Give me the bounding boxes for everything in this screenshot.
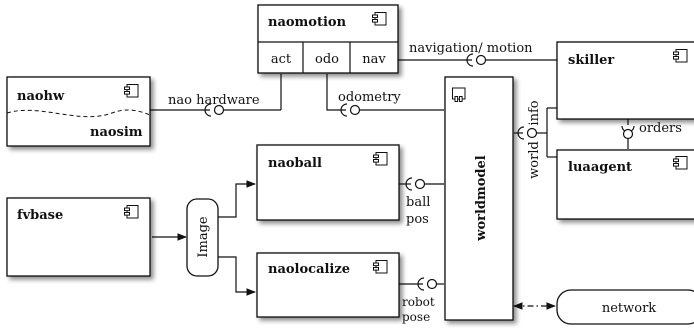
navigation-motion-label: navigation/ motion — [409, 41, 533, 56]
naohw-title: naohw — [17, 89, 65, 104]
naosim-title: naosim — [90, 125, 143, 140]
component-icon — [373, 152, 388, 166]
info-label: info — [527, 100, 542, 125]
interface-odometry — [340, 103, 361, 117]
fvbase-component: fvbase — [6, 197, 151, 277]
network-node: network — [556, 289, 694, 325]
image-node: Image — [186, 198, 219, 277]
component-icon — [373, 260, 388, 274]
worldmodel-component: worldmodel — [444, 76, 514, 321]
interface-robot-pose — [417, 277, 438, 291]
skiller-component: skiller — [556, 41, 694, 120]
luaagent-title: luaagent — [568, 160, 632, 175]
port-nav: nav — [362, 52, 386, 67]
port-odo: odo — [315, 52, 339, 67]
interface-world-info — [517, 126, 538, 140]
luaagent-component: luaagent — [556, 149, 694, 220]
orders-label: orders — [639, 121, 682, 136]
naomotion-component: naomotion act odo nav — [257, 4, 399, 74]
odometry-label: odometry — [338, 90, 401, 105]
pos-label: pos — [406, 212, 429, 227]
component-icon — [372, 12, 387, 26]
interface-nao-hardware — [204, 103, 225, 117]
component-icon — [452, 87, 466, 102]
world-label: world — [527, 141, 542, 179]
component-icon — [124, 205, 139, 219]
naolocalize-title: naolocalize — [268, 262, 350, 277]
component-icon — [673, 156, 688, 170]
naoball-component: naoball — [256, 144, 400, 221]
nao-hardware-label: nao hardware — [168, 93, 260, 108]
worldmodel-title: worldmodel — [474, 155, 489, 242]
port-act: act — [271, 52, 292, 67]
pose-label: pose — [402, 310, 430, 324]
interface-ball-pos — [405, 177, 426, 191]
robot-label: robot — [402, 295, 435, 309]
interface-navigation-motion — [466, 53, 487, 67]
interface-orders — [621, 125, 635, 140]
naoball-title: naoball — [268, 156, 322, 171]
image-label: Image — [196, 216, 211, 258]
network-label: network — [602, 301, 656, 316]
naomotion-title: naomotion — [268, 15, 347, 30]
naohw-naosim-component: naohw naosim — [6, 76, 151, 147]
component-icon — [124, 84, 139, 98]
ball-label: ball — [406, 195, 430, 210]
fvbase-title: fvbase — [17, 208, 63, 223]
component-icon — [673, 49, 688, 63]
skiller-title: skiller — [568, 53, 614, 68]
naolocalize-component: naolocalize — [256, 252, 400, 318]
